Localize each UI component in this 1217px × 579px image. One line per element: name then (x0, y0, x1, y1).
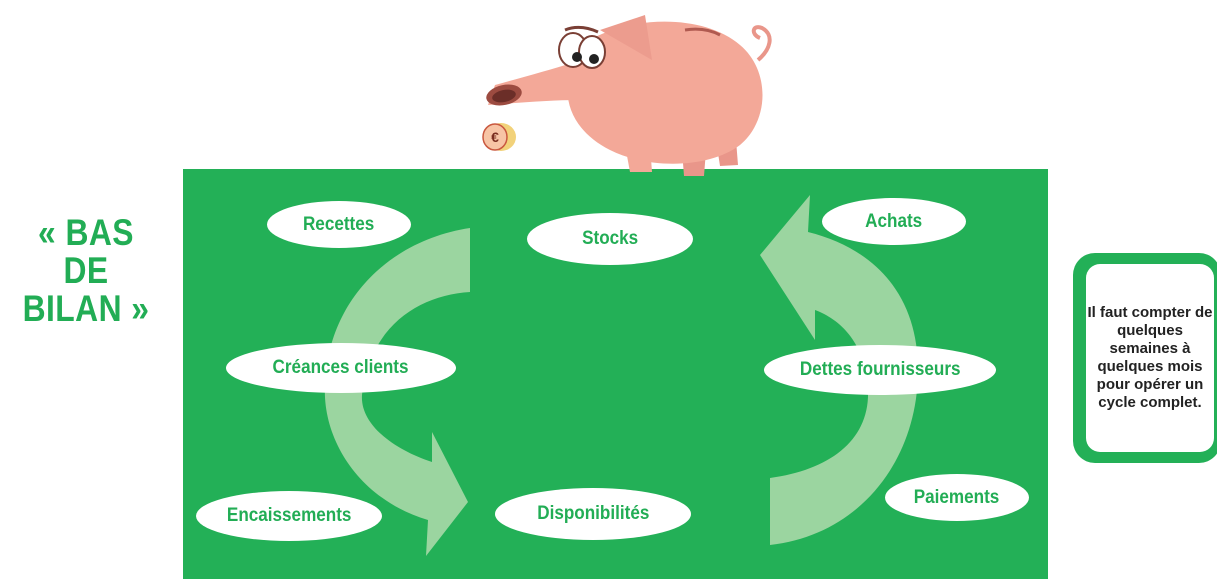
note-inner: Il faut compter de quelques semaines à q… (1086, 264, 1214, 452)
note-text: Il faut compter de quelques semaines à q… (1087, 304, 1213, 411)
node-recettes-label: Recettes (303, 213, 375, 235)
pig-pupil-right (589, 54, 599, 64)
node-stocks-label: Stocks (581, 228, 639, 249)
node-paiements-label: Paiements (914, 486, 1000, 508)
node-achats: Achats (822, 198, 966, 245)
pig-coin-slot (684, 27, 721, 37)
right-cycle-arrow (760, 195, 918, 545)
piggy-bank-illustration (486, 15, 772, 176)
node-creances-clients: Créances clients (226, 343, 456, 393)
left-cycle-arrow (324, 228, 470, 556)
node-creances-clients-label: Créances clients (273, 357, 409, 378)
node-dettes-fournisseurs-label: Dettes fournisseurs (799, 359, 961, 380)
title-line-2: BILAN » (22, 288, 150, 329)
node-recettes: Recettes (267, 201, 411, 248)
pig-pupil-left (572, 52, 582, 62)
node-paiements: Paiements (885, 474, 1029, 521)
diagram-title: « BAS DE BILAN » (17, 214, 155, 328)
node-achats-label: Achats (865, 210, 923, 232)
node-dettes-fournisseurs: Dettes fournisseurs (764, 345, 996, 395)
node-stocks: Stocks (527, 213, 693, 265)
pig-tail (751, 25, 772, 62)
node-disponibilites: Disponibilités (495, 488, 691, 540)
pig-nostril-inner (492, 89, 516, 103)
node-disponibilites-label: Disponibilités (536, 503, 650, 524)
pig-body (567, 21, 763, 164)
euro-coin: € (482, 123, 516, 151)
euro-symbol: € (491, 129, 499, 145)
pig-brow (564, 25, 599, 34)
title-line-1: « BAS DE (38, 212, 134, 291)
node-encaissements-label: Encaissements (226, 505, 352, 526)
node-encaissements: Encaissements (196, 491, 382, 541)
pig-ear (600, 15, 652, 60)
